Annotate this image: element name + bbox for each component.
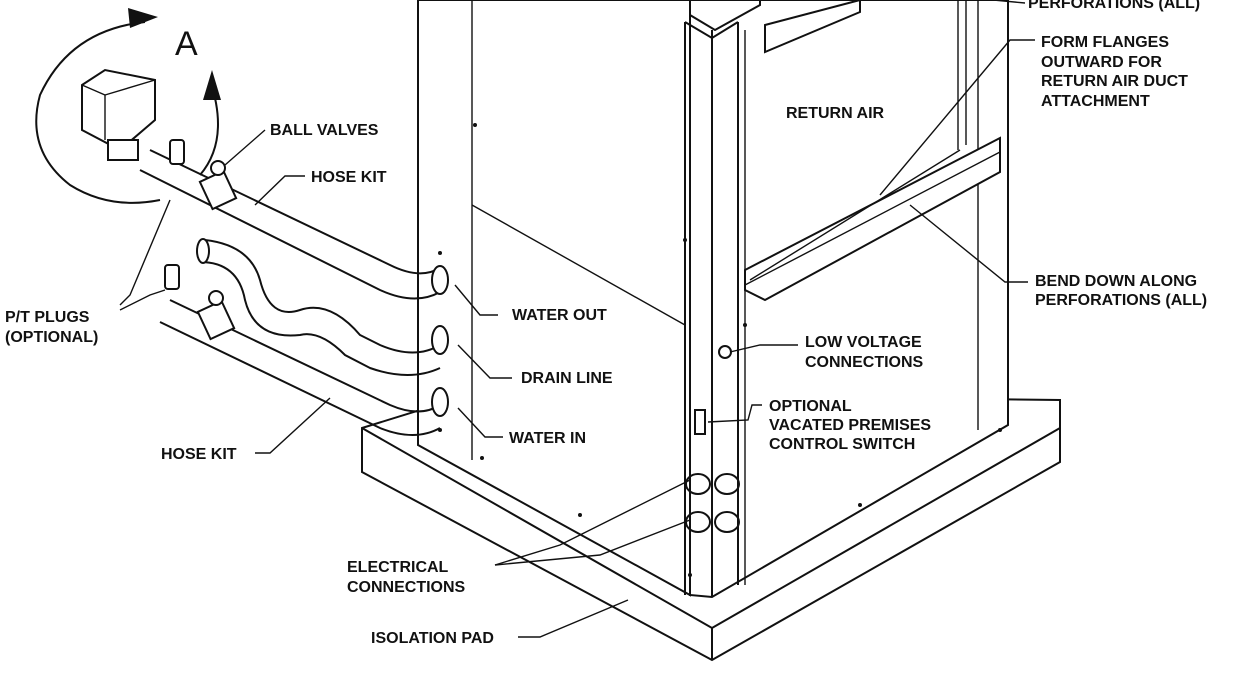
hose-kit-top — [139, 139, 449, 300]
label-pt-plugs-2: (OPTIONAL) — [5, 329, 98, 346]
label-pt-plugs-1: P/T PLUGS — [5, 309, 90, 326]
label-hose-kit-top: HOSE KIT — [311, 169, 387, 186]
label-form-flanges-1: FORM FLANGES — [1041, 34, 1169, 51]
label-form-flanges-2: OUTWARD FOR — [1041, 54, 1162, 71]
label-low-voltage-2: CONNECTIONS — [805, 354, 924, 371]
cabinet — [417, 0, 1009, 599]
label-form-flanges-3: RETURN AIR DUCT — [1041, 73, 1188, 90]
hose-kit-bottom — [159, 264, 449, 436]
label-optional-switch-2: VACATED PREMISES — [769, 417, 931, 434]
label-optional-switch-3: CONTROL SWITCH — [769, 436, 915, 453]
label-hose-kit-bottom: HOSE KIT — [161, 446, 237, 463]
label-bend-down-2: PERFORATIONS (ALL) — [1035, 292, 1207, 309]
label-perforations-top: PERFORATIONS (ALL) — [1028, 0, 1200, 12]
label-water-out: WATER OUT — [512, 307, 607, 324]
label-return-air: RETURN AIR — [786, 105, 885, 122]
label-isolation-pad: ISOLATION PAD — [371, 630, 494, 647]
detail-marker-a: A — [175, 25, 198, 63]
label-electrical-1: ELECTRICAL — [347, 559, 449, 576]
label-ball-valves: BALL VALVES — [270, 122, 379, 139]
drain-line-hose — [196, 238, 449, 376]
label-low-voltage-1: LOW VOLTAGE — [805, 334, 922, 351]
label-water-in: WATER IN — [509, 430, 586, 447]
label-form-flanges-4: ATTACHMENT — [1041, 93, 1150, 110]
label-optional-switch-1: OPTIONAL — [769, 398, 852, 415]
detail-a-callout — [35, 8, 221, 204]
label-drain-line: DRAIN LINE — [521, 370, 613, 387]
label-bend-down-1: BEND DOWN ALONG — [1035, 273, 1197, 290]
leader-lines — [119, 0, 1035, 638]
label-electrical-2: CONNECTIONS — [347, 579, 466, 596]
